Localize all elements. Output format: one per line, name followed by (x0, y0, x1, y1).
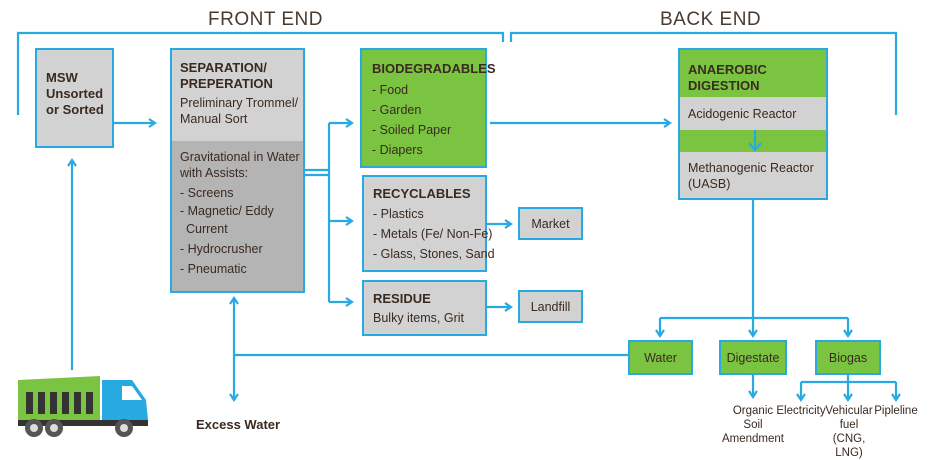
rec-plastics: - Plastics (373, 207, 424, 221)
assist-current: Current (186, 222, 228, 236)
residue-sub: Bulky items, Grit (373, 311, 464, 325)
residue-title: RESIDUE (373, 291, 431, 306)
methanogenic-reactor-1: Methanogenic Reactor (688, 161, 814, 175)
recyclables-title: RECYCLABLES (373, 186, 471, 201)
soil-amendment-label: Organic Soil Amendment (721, 405, 784, 445)
assist-pneumatic: - Pneumatic (180, 262, 247, 276)
gravitational-section: Gravitational in Water with Assists: - S… (172, 141, 303, 291)
separation-title-2: PREPERATION (180, 76, 273, 91)
msw-unsorted: Unsorted (46, 86, 104, 101)
water-label: Water (644, 350, 677, 365)
back-end-bracket (509, 31, 898, 115)
assist-screens: - Screens (180, 186, 234, 200)
trommel-text-2: Manual Sort (180, 112, 248, 126)
recyclables-box: RECYCLABLES - Plastics - Metals (Fe/ Non… (362, 175, 495, 272)
market-label: Market (531, 216, 570, 231)
msw-box: MSW Unsorted or Sorted (35, 48, 114, 148)
digestate-label: Digestate (726, 350, 780, 365)
msw-sorted: or Sorted (46, 102, 104, 117)
gravitational-text-1: Gravitational in Water (180, 150, 300, 164)
down-arrow-icon (748, 130, 762, 152)
assist-hydrocrusher: - Hydrocrusher (180, 242, 263, 256)
water-box: Water (628, 340, 693, 375)
trommel-text-1: Preliminary Trommel/ (180, 96, 299, 110)
methanogenic-reactor-2: (UASB) (688, 177, 731, 191)
electricity-label: Electricity (776, 405, 826, 417)
biogas-label: Biogas (828, 350, 868, 365)
market-box: Market (518, 207, 583, 240)
bio-garden: - Garden (372, 103, 422, 117)
bio-diapers: - Diapers (372, 143, 423, 157)
landfill-label: Landfill (530, 299, 571, 314)
residue-box: RESIDUE Bulky items, Grit (362, 280, 487, 336)
acidogenic-reactor: Acidogenic Reactor (688, 107, 797, 121)
bio-food: - Food (372, 83, 409, 97)
bio-soiled-paper: - Soiled Paper (372, 123, 452, 137)
biodegradables-title: BIODEGRADABLES (372, 61, 496, 76)
reactor-connector-bar (680, 130, 826, 152)
rec-metals: - Metals (Fe/ Non-Fe) (373, 227, 493, 241)
anaerobic-title-bar: ANAEROBIC DIGESTION (680, 50, 826, 97)
landfill-box: Landfill (518, 290, 583, 323)
vehicular-fuel-label: Vehicular fuel (CNG, LNG) (825, 405, 873, 459)
assist-magnetic-eddy: - Magnetic/ Eddy (180, 204, 274, 218)
rec-glass-stones-sand: - Glass, Stones, Sand (373, 247, 495, 261)
msw-title: MSW (46, 70, 78, 85)
separation-box: SEPARATION/ PREPERATION Preliminary Trom… (170, 48, 305, 293)
digestate-box: Digestate (719, 340, 787, 375)
anaerobic-digestion-box: ANAEROBIC DIGESTION Acidogenic Reactor M… (678, 48, 828, 200)
front-end-bracket (16, 31, 505, 115)
garbage-truck-icon (18, 376, 148, 437)
gravitational-text-2: with Assists: (180, 166, 249, 180)
pipeline-label: Pipleline (874, 405, 918, 417)
biodegradables-box: BIODEGRADABLES - Food - Garden - Soiled … (360, 48, 496, 168)
anaerobic-title: ANAEROBIC DIGESTION (688, 62, 767, 93)
front-end-header: FRONT END (208, 9, 323, 30)
separation-title-1: SEPARATION/ (180, 60, 267, 75)
biogas-box: Biogas (815, 340, 881, 375)
back-end-header: BACK END (660, 9, 762, 30)
excess-water-label: Excess Water (196, 417, 281, 432)
